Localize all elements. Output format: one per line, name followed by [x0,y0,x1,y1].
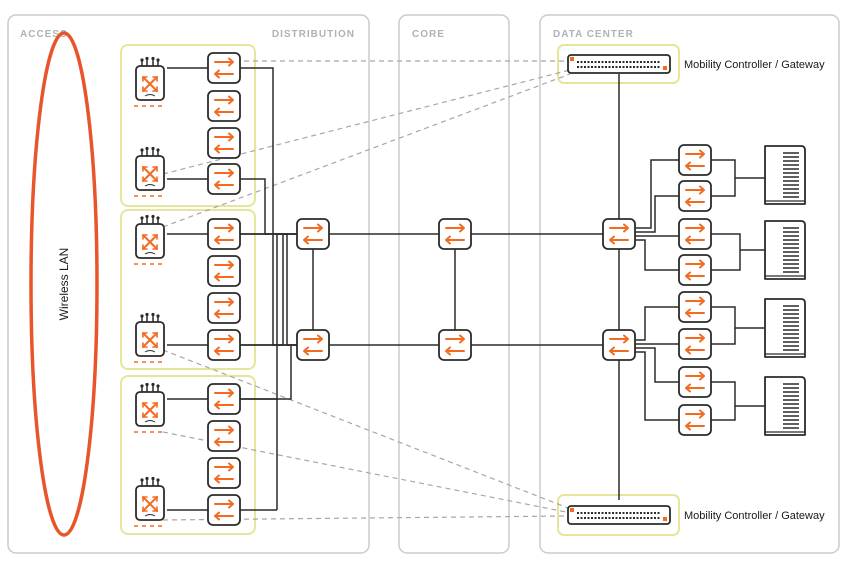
switch-icon [207,292,241,324]
switch-icon [207,90,241,122]
switch-icon [207,494,241,526]
switch-icon [207,52,241,84]
switch-icon [602,329,636,361]
switch-icon [207,218,241,250]
wireless-lan-label: Wireless LAN [57,248,71,321]
controller-label-bottom: Mobility Controller / Gateway [684,510,825,522]
switch-icon [438,329,472,361]
switch-icon [207,383,241,415]
switch-icon [678,218,712,250]
server-icon [764,376,806,436]
switch-icon [678,404,712,436]
switch-icon [678,366,712,398]
switch-icon [602,218,636,250]
access-point-icon [133,55,165,107]
core-zone [398,14,510,554]
server-icon [764,220,806,280]
switch-icon [296,218,330,250]
access-point-icon [133,145,165,197]
access-point-icon [133,475,165,527]
switch-icon [296,329,330,361]
zone-label-core: CORE [412,29,445,40]
access-point-icon [133,381,165,433]
server-icon [764,298,806,358]
network-links [167,67,765,511]
switch-icon [678,144,712,176]
zone-label-data-center: DATA CENTER [553,29,634,40]
switch-icon [678,328,712,360]
switch-icon [207,127,241,159]
controller-gateway-icon [567,54,671,74]
access-group-2 [120,209,256,370]
access-distribution-zone [7,14,370,554]
zone-label-distribution: DISTRIBUTION [272,29,355,40]
access-point-icon [133,311,165,363]
switch-icon [678,180,712,212]
switch-icon [207,255,241,287]
access-group-1 [120,44,256,207]
controller-gateway-icon [567,505,671,525]
switch-icon [678,291,712,323]
switch-icon [678,254,712,286]
access-group-3 [120,375,256,535]
switch-icon [207,420,241,452]
switch-icon [207,163,241,195]
switch-icon [207,329,241,361]
controller-label-top: Mobility Controller / Gateway [684,59,825,71]
switch-icon [438,218,472,250]
wireless-lan-ellipse [29,31,99,537]
zone-label-access: ACCESS [20,29,68,40]
switch-icon [207,457,241,489]
server-icon [764,145,806,205]
data-center-zone [539,14,840,554]
access-point-icon [133,213,165,265]
